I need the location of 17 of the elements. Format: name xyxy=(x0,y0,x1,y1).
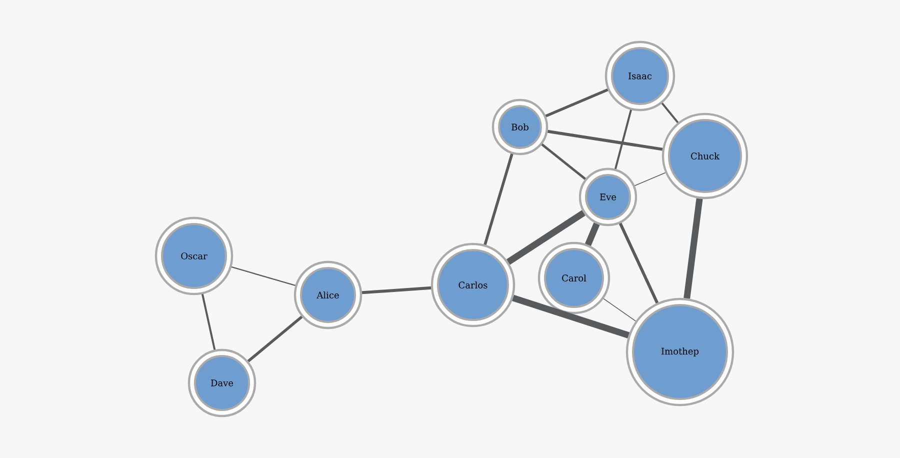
edge-line xyxy=(634,172,666,186)
edge-line xyxy=(618,222,659,304)
edge-line xyxy=(614,110,632,170)
edge-line xyxy=(512,294,630,338)
edge-line xyxy=(603,298,636,322)
edge-line xyxy=(545,88,608,118)
edge-line xyxy=(247,316,303,362)
edge-line xyxy=(506,210,586,265)
edge-line xyxy=(584,222,600,246)
edge-line xyxy=(541,144,586,180)
edge-line xyxy=(231,266,296,286)
edge-line xyxy=(484,154,514,246)
edge-line xyxy=(201,294,216,350)
edge-line xyxy=(661,102,679,124)
edge-line xyxy=(548,130,663,151)
edge-line xyxy=(362,286,432,294)
edge-line xyxy=(684,198,703,299)
